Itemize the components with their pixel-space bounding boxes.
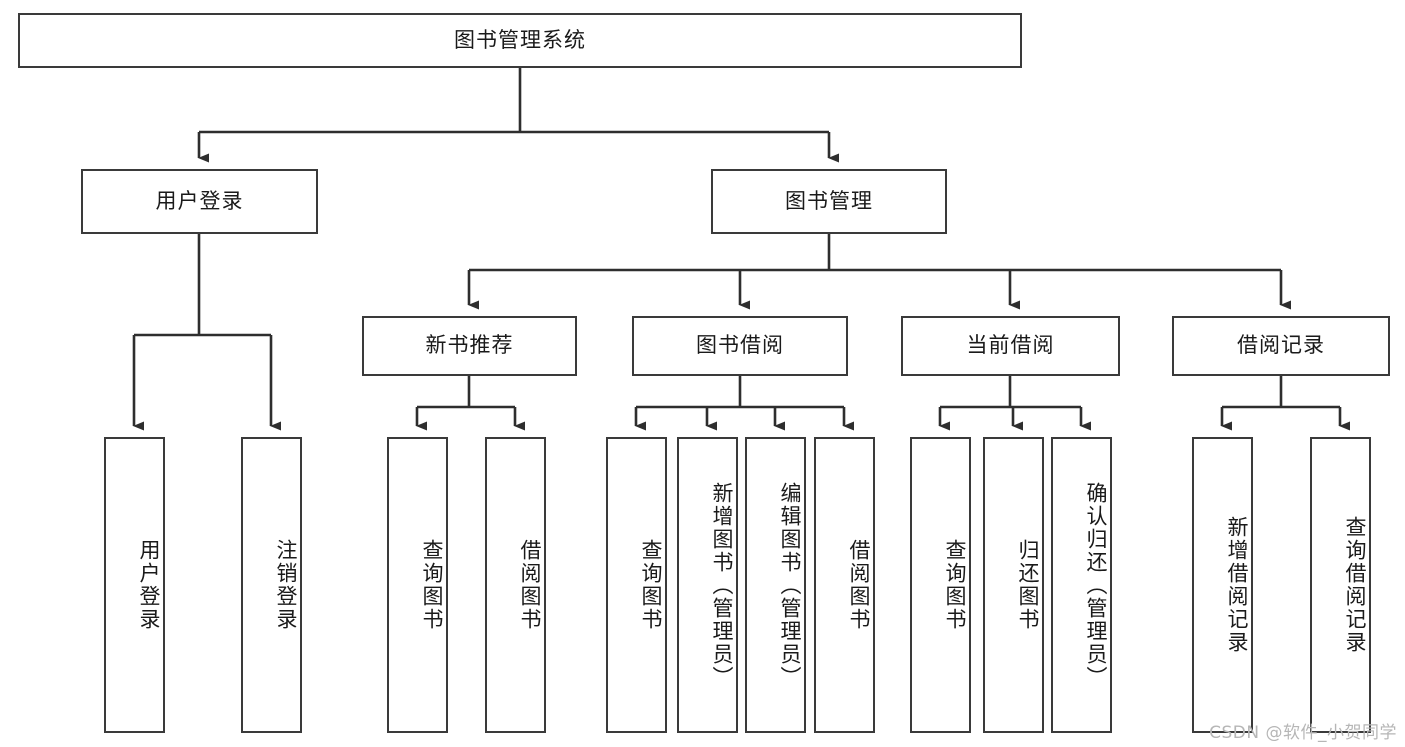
node-root-图书管理系统[interactable]: 图书管理系统 bbox=[18, 13, 1022, 68]
node-leaf-query-borrow-record[interactable]: 查询借阅记录 bbox=[1310, 437, 1371, 733]
node-leaf-return-book[interactable]: 归还图书 bbox=[983, 437, 1044, 733]
node-label: 查询图书 bbox=[943, 539, 967, 631]
node-label: 借阅图书 bbox=[518, 539, 542, 631]
node-leaf-borrow-book-rec[interactable]: 借阅图书 bbox=[485, 437, 546, 733]
node-label: 用户登录 bbox=[137, 539, 161, 631]
node-current-borrow[interactable]: 当前借阅 bbox=[901, 316, 1120, 376]
node-label: 图书管理 bbox=[785, 188, 873, 213]
node-label: 编辑图书（管理员） bbox=[778, 481, 802, 689]
node-leaf-logout-login[interactable]: 注销登录 bbox=[241, 437, 302, 733]
node-label: 当前借阅 bbox=[966, 333, 1055, 358]
node-leaf-query-book-rec[interactable]: 查询图书 bbox=[387, 437, 448, 733]
node-leaf-add-borrow-record[interactable]: 新增借阅记录 bbox=[1192, 437, 1253, 733]
node-book-borrow[interactable]: 图书借阅 bbox=[632, 316, 848, 376]
node-label: 借阅图书 bbox=[847, 539, 871, 631]
node-label: 图书借阅 bbox=[696, 333, 784, 358]
node-user-login[interactable]: 用户登录 bbox=[81, 169, 318, 234]
node-label: 图书管理系统 bbox=[454, 27, 586, 52]
node-label: 确认归还（管理员） bbox=[1084, 481, 1108, 689]
node-label: 查询图书 bbox=[639, 539, 663, 631]
node-leaf-query-book-current[interactable]: 查询图书 bbox=[910, 437, 971, 733]
node-label: 查询图书 bbox=[420, 539, 444, 631]
node-label: 新增借阅记录 bbox=[1225, 516, 1249, 654]
node-leaf-user-login[interactable]: 用户登录 bbox=[104, 437, 165, 733]
node-label: 注销登录 bbox=[274, 539, 298, 631]
node-book-manage[interactable]: 图书管理 bbox=[711, 169, 947, 234]
node-label: 归还图书 bbox=[1016, 539, 1040, 631]
node-leaf-edit-book[interactable]: 编辑图书（管理员） bbox=[745, 437, 806, 733]
node-leaf-confirm-return[interactable]: 确认归还（管理员） bbox=[1051, 437, 1112, 733]
node-label: 用户登录 bbox=[155, 188, 244, 213]
node-new-book-recommend[interactable]: 新书推荐 bbox=[362, 316, 577, 376]
node-borrow-record[interactable]: 借阅记录 bbox=[1172, 316, 1390, 376]
node-leaf-add-book[interactable]: 新增图书（管理员） bbox=[677, 437, 738, 733]
node-label: 新书推荐 bbox=[425, 333, 514, 358]
node-label: 查询借阅记录 bbox=[1343, 516, 1367, 654]
node-label: 新增图书（管理员） bbox=[710, 481, 734, 689]
node-label: 借阅记录 bbox=[1237, 333, 1325, 358]
node-leaf-query-book-borrow[interactable]: 查询图书 bbox=[606, 437, 667, 733]
node-leaf-borrow-book[interactable]: 借阅图书 bbox=[814, 437, 875, 733]
watermark-text: CSDN @软件_小贺同学 bbox=[1209, 723, 1397, 743]
